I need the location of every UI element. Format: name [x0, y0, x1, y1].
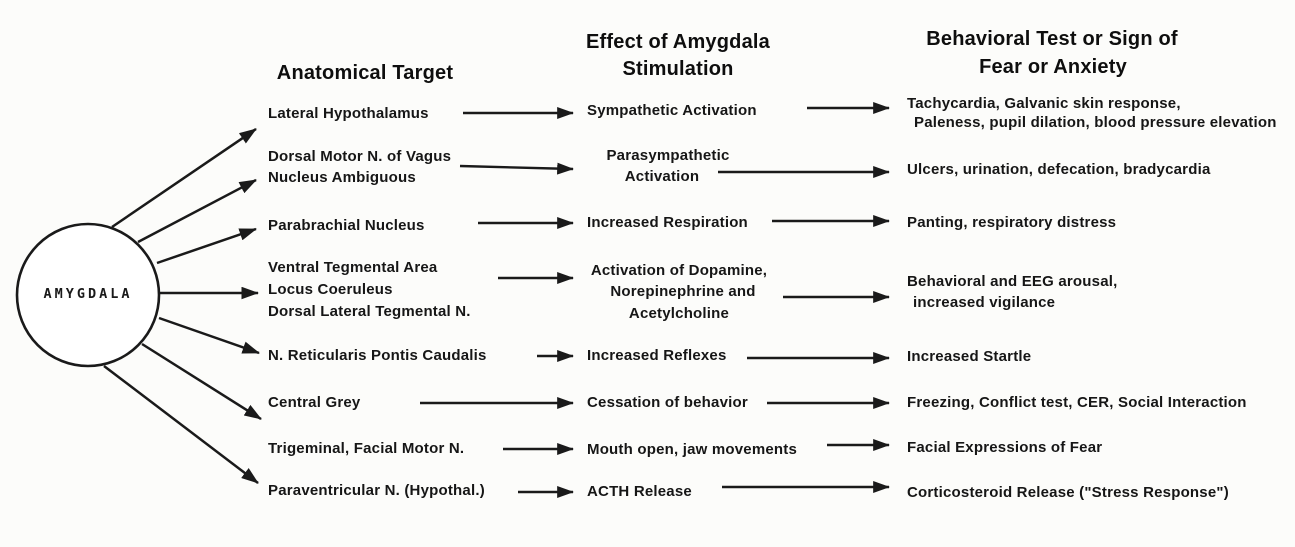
- header-behavioral-test-line2: Fear or Anxiety: [979, 56, 1127, 78]
- amygdala-label: AMYGDALA: [43, 286, 133, 302]
- header-effect-of-amygdala-line2: Stimulation: [622, 58, 734, 80]
- arrow-amygdala-to-target-7: [103, 365, 259, 484]
- behavior-label-row5: Increased Startle: [907, 348, 1032, 365]
- arrow-amygdala-to-target-5: [158, 316, 260, 355]
- effect-label-row4-line1: Activation of Dopamine,: [590, 262, 768, 279]
- target-label-row4-line3: Dorsal Lateral Tegmental N.: [268, 303, 471, 320]
- header-anatomical-target: Anatomical Target: [276, 62, 454, 84]
- arrow-amygdala-to-target-6: [141, 342, 262, 421]
- behavior-label-row4-line2: increased vigilance: [913, 294, 1056, 311]
- behavior-label-row1-line2: Paleness, pupil dilation, blood pressure…: [914, 114, 1277, 131]
- arrow-target-to-effect-2: [459, 162, 574, 175]
- target-label-row4-line2: Locus Coeruleus: [268, 281, 393, 298]
- target-label-row4-line1: Ventral Tegmental Area: [268, 259, 438, 276]
- effect-label-row8: ACTH Release: [587, 483, 692, 500]
- effect-label-row2-line1: Parasympathetic: [606, 147, 730, 164]
- effect-label-row4-line3: Acetylcholine: [628, 305, 730, 322]
- behavior-label-row2: Ulcers, urination, defecation, bradycard…: [907, 161, 1211, 178]
- effect-label-row2-line2: Activation: [624, 168, 700, 185]
- target-label-row8: Paraventricular N. (Hypothal.): [268, 482, 485, 499]
- effect-label-row3: Increased Respiration: [587, 214, 748, 231]
- effect-label-row6: Cessation of behavior: [587, 394, 748, 411]
- behavior-label-row7: Facial Expressions of Fear: [907, 439, 1103, 456]
- arrow-amygdala-to-target-2: [137, 178, 257, 244]
- target-label-row2-line1: Dorsal Motor N. of Vagus: [268, 148, 452, 165]
- target-label-row2-line2: Nucleus Ambiguous: [268, 169, 416, 186]
- target-label-row1: Lateral Hypothalamus: [268, 105, 429, 122]
- behavior-label-row3: Panting, respiratory distress: [907, 214, 1117, 231]
- effect-label-row7: Mouth open, jaw movements: [587, 441, 798, 458]
- arrow-amygdala-to-target-1: [111, 127, 257, 229]
- target-label-row7: Trigeminal, Facial Motor N.: [268, 440, 465, 457]
- header-behavioral-test-line1: Behavioral Test or Sign of: [926, 28, 1178, 50]
- behavior-label-row8: Corticosteroid Release ("Stress Response…: [907, 484, 1229, 501]
- header-effect-of-amygdala-line1: Effect of Amygdala: [585, 31, 771, 53]
- effect-label-row4-line2: Norepinephrine and: [610, 283, 756, 300]
- target-label-row5: N. Reticularis Pontis Caudalis: [268, 347, 487, 364]
- effect-label-row5: Increased Reflexes: [587, 347, 727, 364]
- amygdala-node-circle: [15, 222, 161, 368]
- effect-label-row1: Sympathetic Activation: [587, 102, 757, 119]
- behavior-label-row1-line1: Tachycardia, Galvanic skin response,: [907, 95, 1181, 112]
- target-label-row6: Central Grey: [268, 394, 361, 411]
- arrow-amygdala-to-target-3: [156, 227, 257, 265]
- target-label-row3: Parabrachial Nucleus: [268, 217, 425, 234]
- behavior-label-row4-line1: Behavioral and EEG arousal,: [907, 273, 1118, 290]
- behavior-label-row6: Freezing, Conflict test, CER, Social Int…: [907, 394, 1247, 411]
